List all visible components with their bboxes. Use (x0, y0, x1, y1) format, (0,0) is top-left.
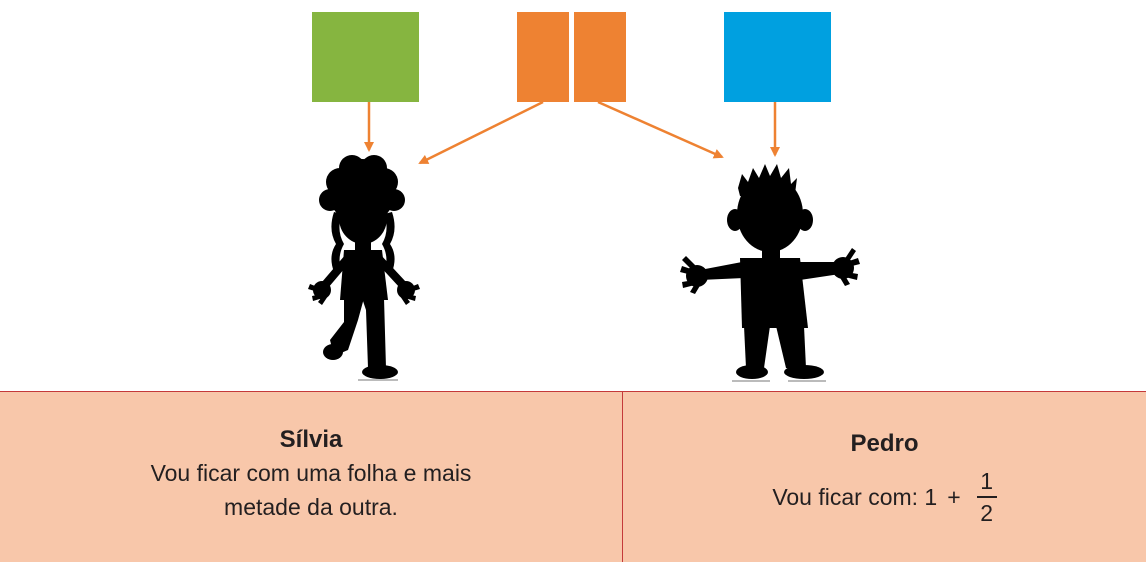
fraction-bar (976, 496, 997, 498)
arrow-orange-to-silvia (418, 100, 544, 165)
blue-sheet (724, 12, 831, 102)
arrow-orange-to-pedro (597, 100, 724, 159)
plus-sign: + (947, 483, 961, 510)
speech-table: Sílvia Vou ficar com uma folha e mais me… (0, 391, 1146, 562)
orange-sheet-right-half (574, 12, 626, 102)
pedro-silhouette (680, 164, 860, 379)
sharing-diagram (308, 12, 860, 382)
silvia-cell: Sílvia Vou ficar com uma folha e mais me… (0, 392, 623, 562)
fraction-denominator: 2 (980, 500, 994, 526)
fraction-one-half: 1 2 (976, 468, 997, 526)
pedro-speech-prefix: Vou ficar com: 1 (772, 483, 938, 510)
fraction-numerator: 1 (980, 468, 994, 494)
silvia-speech-line1: Vou ficar com uma folha e mais (150, 460, 472, 486)
pedro-cell: Pedro Vou ficar com: 1 + 1 2 (623, 392, 1146, 562)
silvia-name: Sílvia (279, 426, 343, 453)
pedro-name: Pedro (850, 430, 919, 457)
silvia-speech-line2: metade da outra. (224, 494, 398, 520)
silvia-silhouette (308, 155, 420, 379)
silvia-speech: Vou ficar com uma folha e mais metade da… (91, 456, 531, 524)
pedro-speech: Vou ficar com: 1 + 1 2 (623, 468, 1146, 526)
orange-sheet-left-half (517, 12, 569, 102)
green-sheet (312, 12, 419, 102)
